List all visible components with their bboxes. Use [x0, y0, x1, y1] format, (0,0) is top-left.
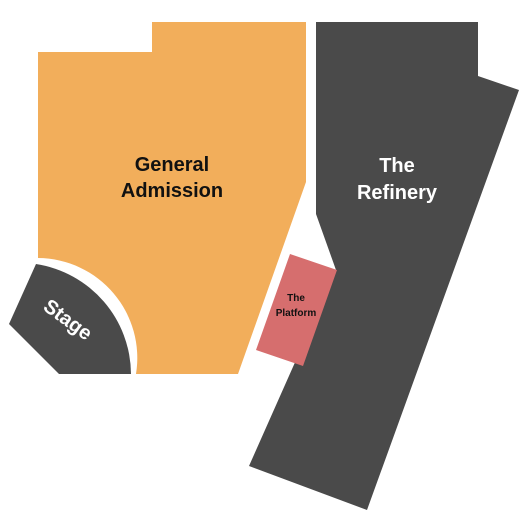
the-platform-area[interactable] [256, 254, 337, 366]
the-refinery-area[interactable] [249, 22, 519, 510]
stage-area[interactable] [9, 264, 131, 374]
general-admission-area[interactable] [38, 22, 306, 374]
